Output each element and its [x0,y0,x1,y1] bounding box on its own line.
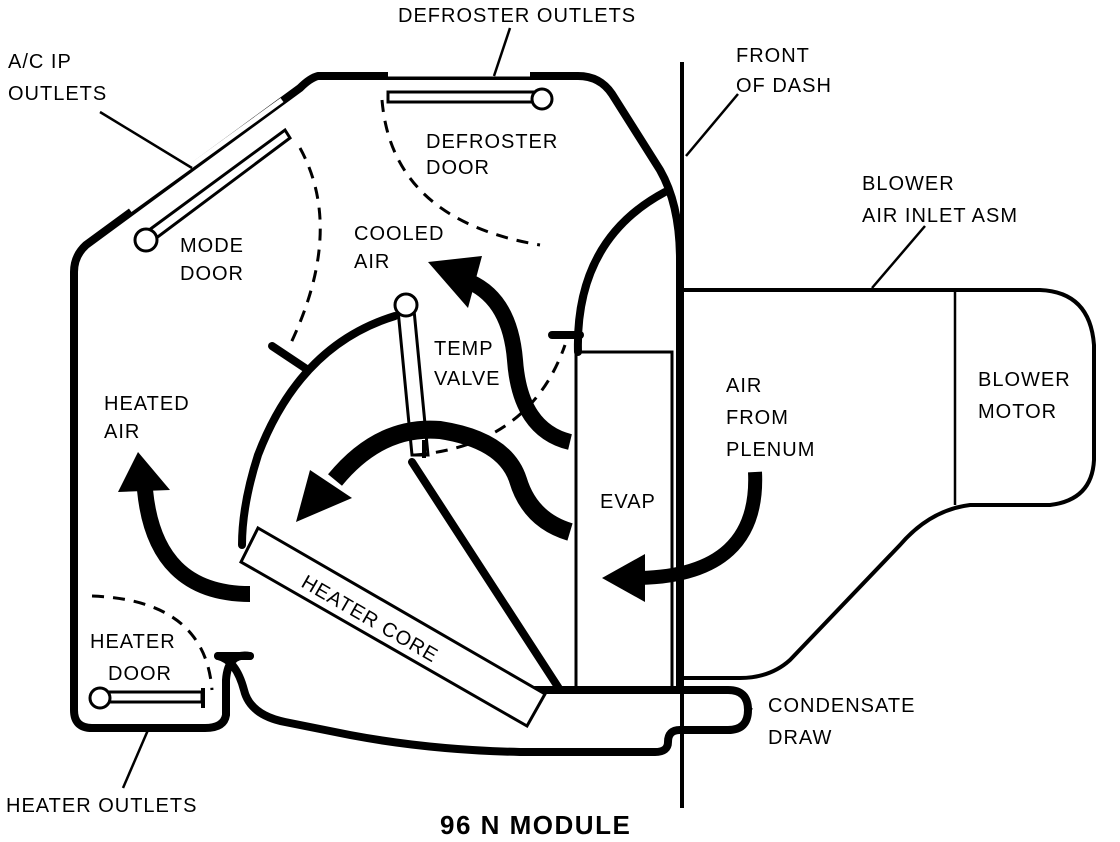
label-mode-door-line1: MODE [180,235,244,257]
label-air-from-plenum-line1: AIR [726,375,762,397]
cooled-air-arrowhead [428,256,482,308]
label-defroster-outlets: DEFROSTER OUTLETS [398,5,636,27]
label-defroster-door-line2: DOOR [426,157,490,179]
label-blower-inlet-line2: AIR INLET ASM [862,205,1018,227]
label-blower-inlet-line1: BLOWER [862,173,955,195]
label-cooled-air-line2: AIR [354,251,390,273]
condensate-leader [747,707,753,713]
temp-valve-pivot [393,292,419,318]
label-front-of-dash-line2: OF DASH [736,75,832,97]
label-heater-door-line2: DOOR [108,663,172,685]
ac-ip-outlets-leader [99,110,193,170]
evaporator [574,350,674,692]
label-heated-air-line2: AIR [104,421,140,443]
mode-door-swing-arc [288,147,322,346]
defroster-outlets-leader [492,27,512,77]
label-evap: EVAP [600,491,656,513]
blower-inlet-leader [871,225,926,289]
label-defroster-door-line1: DEFROSTER [426,131,558,153]
heated-air-arrowhead [118,452,170,492]
label-heater-outlets: HEATER OUTLETS [6,795,197,817]
evap-upper-duct [573,188,669,356]
label-temp-valve-line2: VALVE [434,368,501,390]
front-of-dash-leader [685,93,739,157]
heater-door [98,690,204,704]
heater-outlets-leader [121,729,150,789]
module-housing [70,72,752,756]
defroster-door [386,90,540,104]
mode-door-pivot [133,227,159,253]
label-heater-door-line1: HEATER [90,631,176,653]
defroster-door-swing-arc [380,99,541,247]
label-condensate-line1: CONDENSATE [768,695,915,717]
heater-core-baffle [408,458,564,694]
label-air-from-plenum-line2: FROM [726,407,789,429]
label-mode-door-line2: DOOR [180,263,244,285]
label-temp-valve-line1: TEMP [434,338,494,360]
label-air-from-plenum-line3: PLENUM [726,439,815,461]
defroster-door-pivot [530,87,554,111]
heater-door-swing-arc [91,594,214,691]
bypass-air-arrowhead [296,470,352,522]
blower-air-inlet-housing [682,288,1096,680]
label-blower-motor-line2: MOTOR [978,401,1057,423]
air-from-plenum-arrowhead [602,554,645,602]
temp-valve-swing-arc [414,344,567,457]
bypass-air-arrow [328,420,573,541]
heater-door-pivot [88,686,112,710]
diagram-title: 96 N MODULE [440,810,631,840]
ac-ip-outlet-slot [128,97,284,213]
label-front-of-dash-line1: FRONT [736,45,810,67]
label-ac-ip-outlets-line1: A/C IP [8,51,72,73]
heater-core [239,525,548,729]
cooled-air-arrow [466,274,573,450]
heater-partition-wall [238,312,399,549]
label-blower-motor-line1: BLOWER [978,369,1071,391]
label-heater-core: HEATER CORE [298,571,442,667]
label-heated-air-line1: HEATED [104,393,190,415]
label-ac-ip-outlets-line2: OUTLETS [8,83,107,105]
label-cooled-air-line1: COOLED [354,223,444,245]
heated-air-arrow [137,489,251,602]
label-condensate-line2: DRAW [768,727,832,749]
air-from-plenum-arrow [639,471,763,585]
mode-door-stop [268,342,312,374]
